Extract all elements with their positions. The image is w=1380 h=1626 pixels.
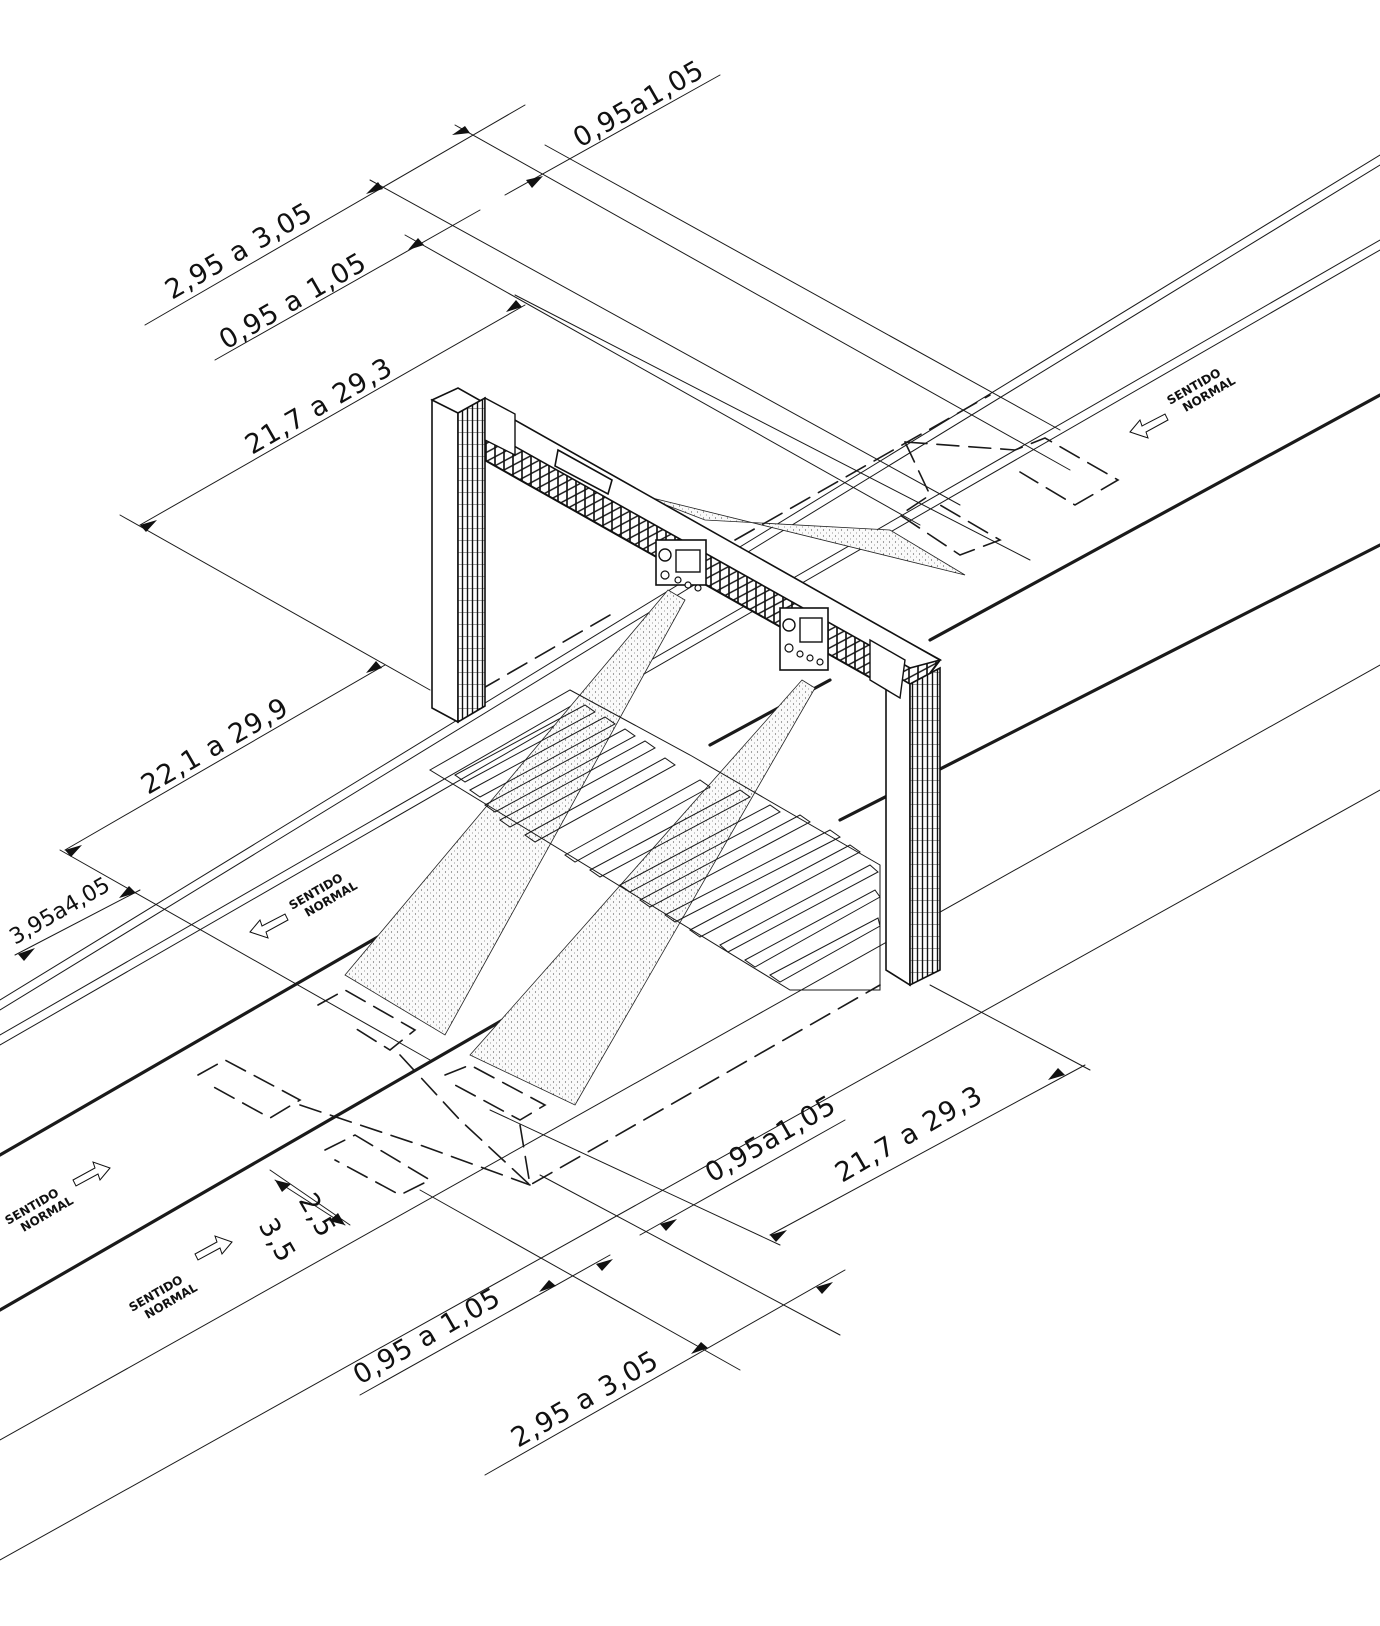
dim-bottom-marker-gap: 0,95 a 1,05 (348, 1282, 506, 1391)
dim-marker-spacing: 3,5 (252, 1213, 302, 1268)
dimension-lines (14, 74, 1086, 1476)
dim-marker-length: 2,5 (292, 1188, 342, 1243)
direction-label-top-right: SENTIDO NORMAL (1165, 366, 1239, 415)
camera-icon (655, 539, 707, 592)
direction-arrow-icon-3 (72, 1161, 111, 1187)
direction-arrow-icon (1129, 413, 1169, 439)
dim-bottom-lane-width: 2,95 a 3,05 (506, 1345, 664, 1454)
camera-icon-2 (779, 607, 829, 671)
dim-top-span: 21,7 a 29,3 (240, 352, 398, 461)
direction-label-middle-left: SENTIDO NORMAL (287, 871, 361, 920)
direction-arrow-icon-2 (249, 913, 289, 939)
dim-top-right-gap: 0,95a1,05 (568, 54, 710, 154)
dim-bottom-span: 21,7 a 29,3 (830, 1080, 988, 1189)
dim-left-span: 22,1 a 29,9 (136, 692, 294, 801)
detection-zones (344, 494, 966, 1106)
direction-label-bottom-left-2: SENTIDO NORMAL (127, 1273, 201, 1322)
dim-bottom-right-gap: 0,95a1,05 (700, 1089, 842, 1189)
direction-label-bottom-left-1: SENTIDO NORMAL (3, 1186, 77, 1235)
dashed-loops (197, 394, 1120, 1196)
crosswalk-markings (429, 689, 881, 991)
direction-arrow-icon-4 (194, 1235, 233, 1261)
road-lines (0, 154, 1380, 1561)
